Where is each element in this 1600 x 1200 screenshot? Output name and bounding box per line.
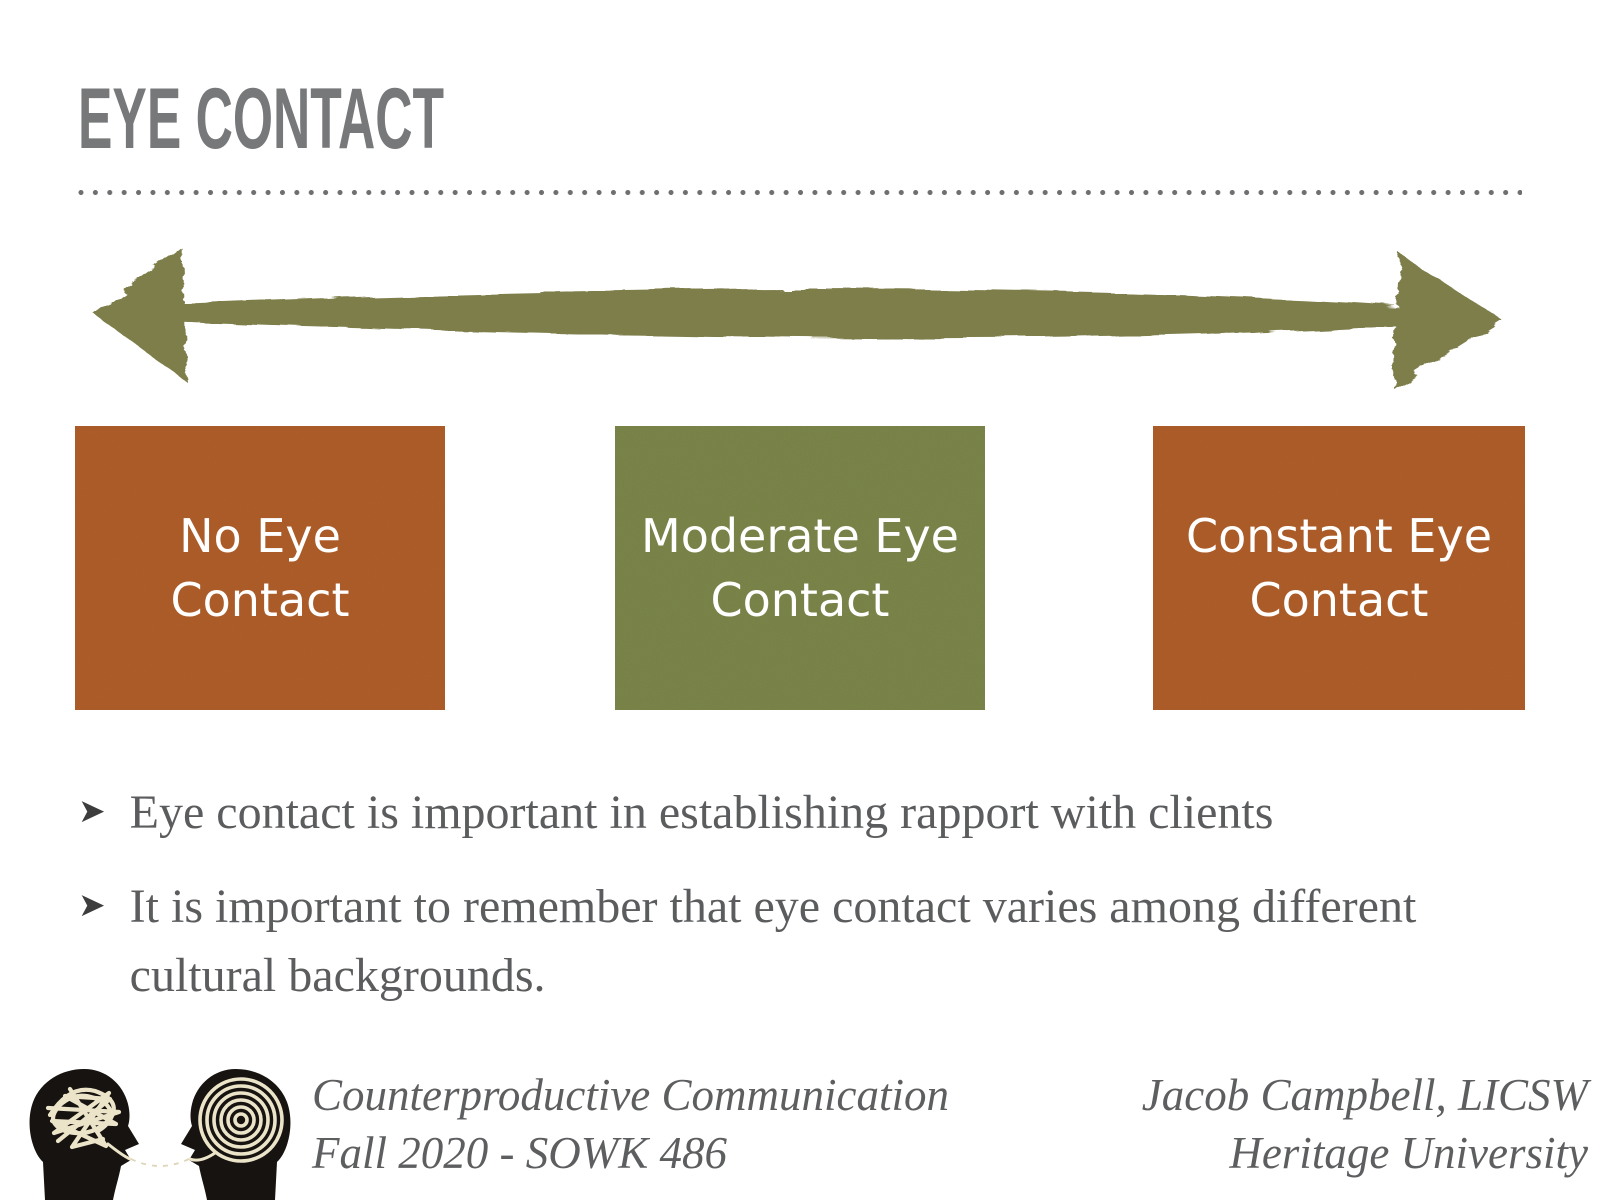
- page-title-text: EYE CONTACT: [78, 71, 444, 167]
- bullet-list: ➤ Eye contact is important in establishi…: [78, 778, 1508, 1035]
- spectrum-box-moderate-eye-contact: Moderate Eye Contact: [615, 426, 985, 710]
- spectrum-box-label: Moderate Eye Contact: [641, 508, 959, 627]
- list-item: ➤ It is important to remember that eye c…: [78, 872, 1508, 1011]
- footer-institution: Heritage University: [1229, 1128, 1588, 1178]
- list-item: ➤ Eye contact is important in establishi…: [78, 778, 1508, 848]
- two-heads-communication-icon: [29, 1069, 291, 1200]
- footer-course-info: Counterproductive Communication Fall 202…: [312, 1066, 949, 1182]
- bullet-arrow-icon: ➤: [78, 884, 106, 924]
- spectrum-box-label: No Eye Contact: [170, 508, 350, 627]
- footer-course-term: Fall 2020 - SOWK 486: [312, 1128, 727, 1178]
- spectrum-box-no-eye-contact: No Eye Contact: [75, 426, 445, 710]
- bullet-text: It is important to remember that eye con…: [129, 879, 1417, 1003]
- page-title: EYE CONTACT: [78, 70, 688, 167]
- footer-course-title: Counterproductive Communication: [312, 1070, 950, 1120]
- spectrum-box-constant-eye-contact: Constant Eye Contact: [1153, 426, 1525, 710]
- double-headed-arrow-icon: [94, 248, 1502, 388]
- texture-overlay: [1153, 426, 1525, 710]
- texture-overlay: [615, 426, 985, 710]
- bullet-arrow-icon: ➤: [78, 791, 106, 830]
- footer-author-info: Jacob Campbell, LICSW Heritage Universit…: [1142, 1066, 1588, 1182]
- footer-author: Jacob Campbell, LICSW: [1141, 1070, 1588, 1120]
- spectrum-box-label: Constant Eye Contact: [1185, 508, 1492, 627]
- dotted-divider: [78, 189, 1522, 196]
- texture-overlay: [75, 426, 445, 710]
- bullet-text: Eye contact is important in establishing…: [129, 786, 1274, 839]
